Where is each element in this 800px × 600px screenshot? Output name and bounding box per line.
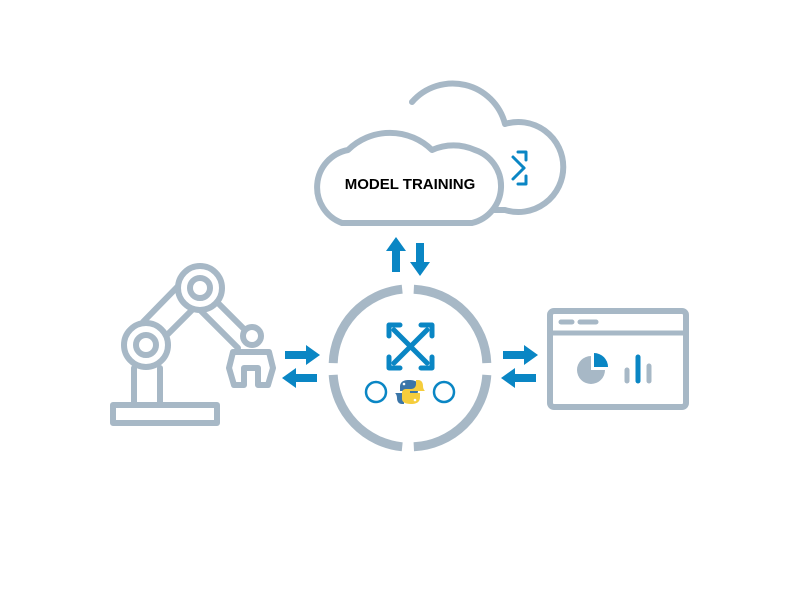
cloud-hub-arrows [386,237,430,276]
robot-hub-arrows [282,345,320,388]
pie-chart-icon [577,353,608,384]
dashboard-window-icon [547,308,689,410]
back-cloud-icon [409,80,567,215]
cloud-label: MODEL TRAINING [345,176,476,193]
left-arrow-icon [282,368,317,388]
left-node-icon [364,380,388,404]
right-arrow-icon [503,345,538,365]
down-arrow-icon [410,243,430,276]
cloud-expand-arrows-icon [511,150,528,186]
robot-arm-icon [110,263,276,426]
expand-arrows-icon [386,322,435,371]
cloud-group: MODEL TRAINING [314,80,567,226]
hub-ring-icon [328,284,492,452]
right-node-icon [432,380,456,404]
bar-chart-icon [624,354,652,384]
left-arrow-icon [501,368,536,388]
python-logo-icon [395,380,425,404]
cloud-icon [314,129,505,226]
hub-dashboard-arrows [501,345,538,388]
up-arrow-icon [386,237,406,272]
right-arrow-icon [285,345,320,365]
